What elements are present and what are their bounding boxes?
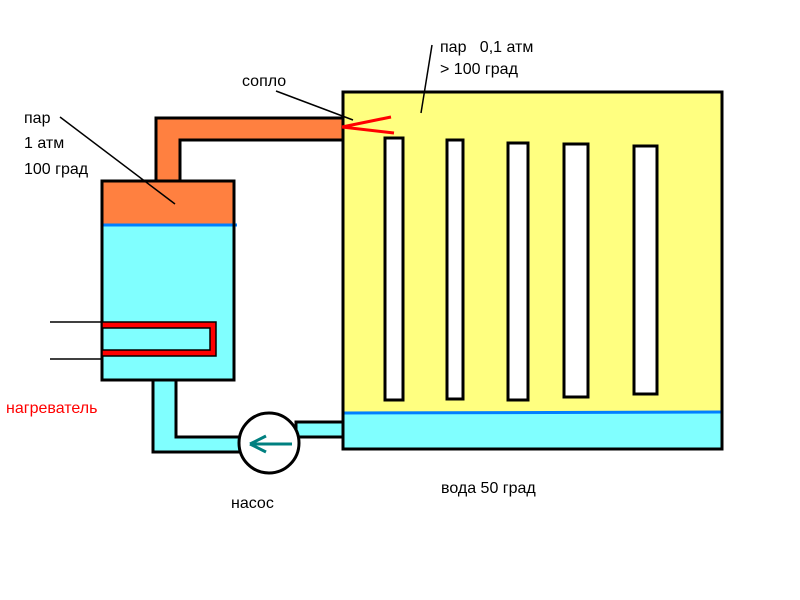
chamber-steam-temp-label: > 100 град (440, 61, 519, 78)
return-pipe (294, 420, 345, 439)
return-pipe (151, 378, 242, 454)
boiler-steam-space (102, 181, 234, 226)
cooling-plate (506, 141, 530, 402)
pump-label: насос (231, 495, 274, 512)
cooling-plate (562, 142, 590, 399)
cooling-plate (445, 138, 465, 401)
pump-arrow-icon (249, 434, 292, 454)
heater-icon (50, 321, 217, 360)
boiler-steam-label: пар (24, 110, 51, 127)
leader-line (420, 44, 433, 114)
condenser-water-level (343, 410, 723, 415)
nozzle-label: сопло (242, 73, 286, 90)
condenser-chamber (341, 90, 724, 451)
boiler-steam-temp-label: 100 град (24, 161, 89, 178)
cooling-plate (383, 136, 405, 402)
chamber-steam-label: пар 0,1 атм (440, 39, 533, 56)
boiler-water (102, 226, 234, 380)
water-label: вода 50 град (441, 480, 536, 497)
cooling-plate (632, 144, 659, 396)
boiler-steam-pressure-label: 1 атм (24, 135, 64, 152)
leader-line (59, 116, 176, 205)
steam-pipe (154, 116, 346, 183)
heater-label: нагреватель (6, 400, 97, 417)
leader-line (275, 90, 354, 121)
nozzle-icon (341, 115, 395, 135)
condenser-water (344, 413, 721, 448)
